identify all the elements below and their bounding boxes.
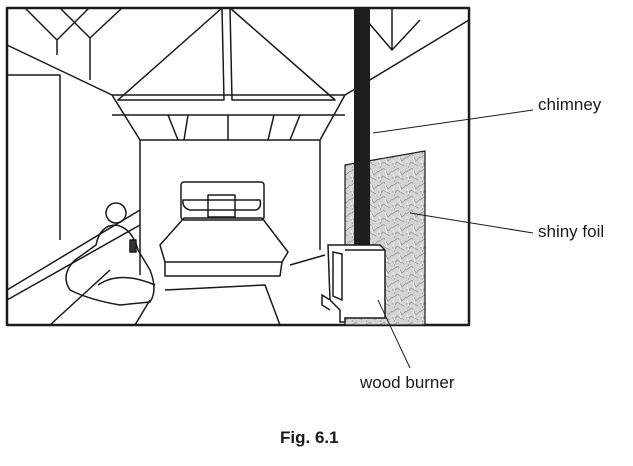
bed [159, 217, 289, 263]
person [65, 224, 155, 306]
wood-burner [321, 244, 386, 323]
phone-icon [129, 239, 137, 253]
shiny-foil-label: shiny foil [538, 222, 605, 241]
chimney-leader [372, 109, 534, 134]
room-lines [5, 6, 471, 327]
foil-leader [409, 212, 534, 234]
chimney [354, 8, 370, 306]
person-head [105, 202, 127, 224]
bed-headboard [180, 181, 265, 221]
wood-burner-label: wood burner [360, 373, 455, 392]
picture-frame [5, 6, 471, 327]
chimney-label: chimney [538, 95, 602, 114]
burner-leader [377, 299, 411, 369]
figure-caption: Fig. 6.1 [280, 428, 339, 447]
leader-lines [372, 109, 534, 369]
